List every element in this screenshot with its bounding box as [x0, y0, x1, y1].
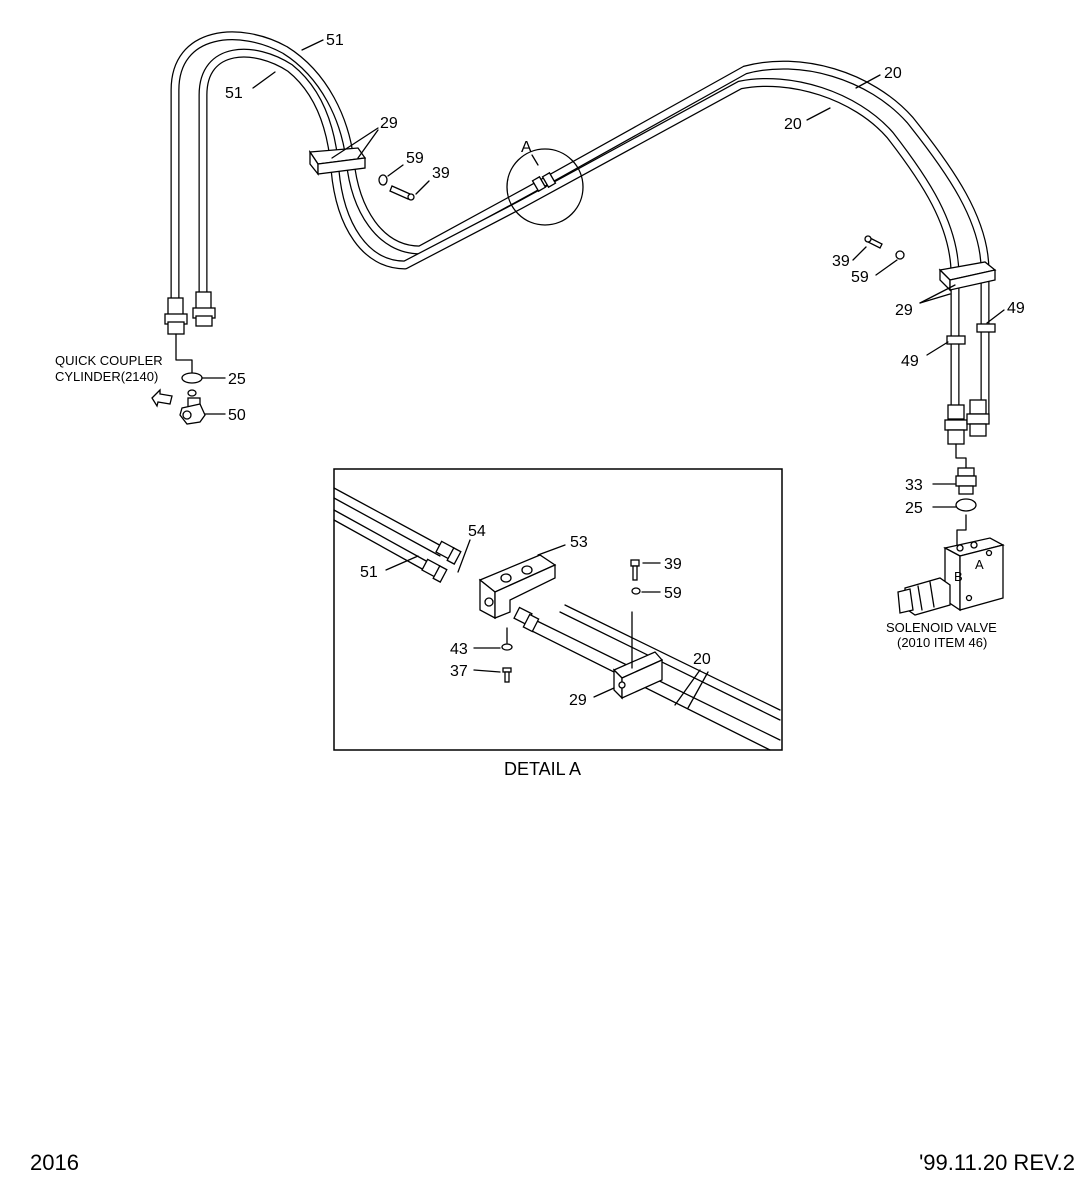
detail-a-callout-circle	[506, 148, 584, 226]
callout-20-lower: 20	[784, 116, 802, 133]
callout-59-right: 59	[851, 269, 869, 286]
detail-callout-59: 59	[664, 585, 682, 602]
left-hose-fittings	[164, 291, 216, 374]
detail-callout-29: 29	[569, 692, 587, 709]
detail-a-title: DETAIL A	[504, 759, 581, 779]
solenoid-valve	[897, 514, 1005, 616]
callouts-main: 51 51 29 59 39 A 20 20 39 59 29 49 49 25…	[225, 32, 1025, 517]
detail-callout-53: 53	[570, 534, 588, 551]
callout-29-left: 29	[380, 115, 398, 132]
detail-callout-43: 43	[450, 641, 468, 658]
bolt-washer-left	[378, 174, 415, 201]
direction-arrow-icon	[151, 388, 173, 408]
pipe-assembly-main	[170, 31, 990, 425]
detail-a-box: 54 53 51 39 59 43 37 20 29	[333, 468, 783, 751]
detail-callout-39: 39	[664, 556, 682, 573]
port-b-label: B	[954, 569, 963, 584]
detail-callout-20: 20	[693, 651, 711, 668]
o-ring-25-right	[955, 498, 977, 512]
pipe-clamp-left	[308, 147, 367, 176]
callout-49-left: 49	[901, 353, 919, 370]
callout-59-left: 59	[406, 150, 424, 167]
page-number: 2016	[30, 1150, 79, 1175]
quick-coupler-note-line1: QUICK COUPLER	[55, 353, 163, 368]
solenoid-note-line2: (2010 ITEM 46)	[897, 635, 987, 650]
detail-hose-fittings	[421, 540, 462, 583]
solenoid-note-line1: SOLENOID VALVE	[886, 620, 997, 635]
callout-25-right: 25	[905, 500, 923, 517]
bolt-washer-right	[864, 235, 905, 260]
callout-51-top: 51	[326, 32, 344, 49]
callout-49-right: 49	[1007, 300, 1025, 317]
callout-25-left: 25	[228, 371, 246, 388]
callout-20-top: 20	[884, 65, 902, 82]
fitting-33	[955, 467, 977, 495]
callout-50: 50	[228, 407, 246, 424]
revision-label: '99.11.20 REV.2	[919, 1150, 1075, 1175]
detail-callout-51: 51	[360, 564, 378, 581]
o-ring-25-left	[181, 372, 203, 384]
detail-callout-54: 54	[468, 523, 486, 540]
pipe-clamp-right	[938, 261, 997, 292]
callout-33: 33	[905, 477, 923, 494]
detail-bolt-37-washer-43	[501, 627, 513, 683]
port-a-label: A	[975, 557, 984, 572]
elbow-fitting-50	[179, 397, 206, 425]
callout-29-right: 29	[895, 302, 913, 319]
callout-39-left: 39	[432, 165, 450, 182]
detail-bolt-39	[630, 559, 641, 595]
callout-51-left: 51	[225, 85, 243, 102]
detail-pipe-fittings	[513, 606, 540, 633]
detail-callout-37: 37	[450, 663, 468, 680]
quick-coupler-note-line2: CYLINDER(2140)	[55, 369, 158, 384]
right-pipe-ends	[944, 323, 996, 469]
callout-39-right: 39	[832, 253, 850, 270]
callout-a: A	[521, 139, 532, 156]
small-seal-left	[187, 389, 197, 397]
bracket-53	[478, 554, 557, 620]
detail-clamp-29	[612, 611, 664, 700]
leader-lines-main	[201, 39, 1005, 508]
